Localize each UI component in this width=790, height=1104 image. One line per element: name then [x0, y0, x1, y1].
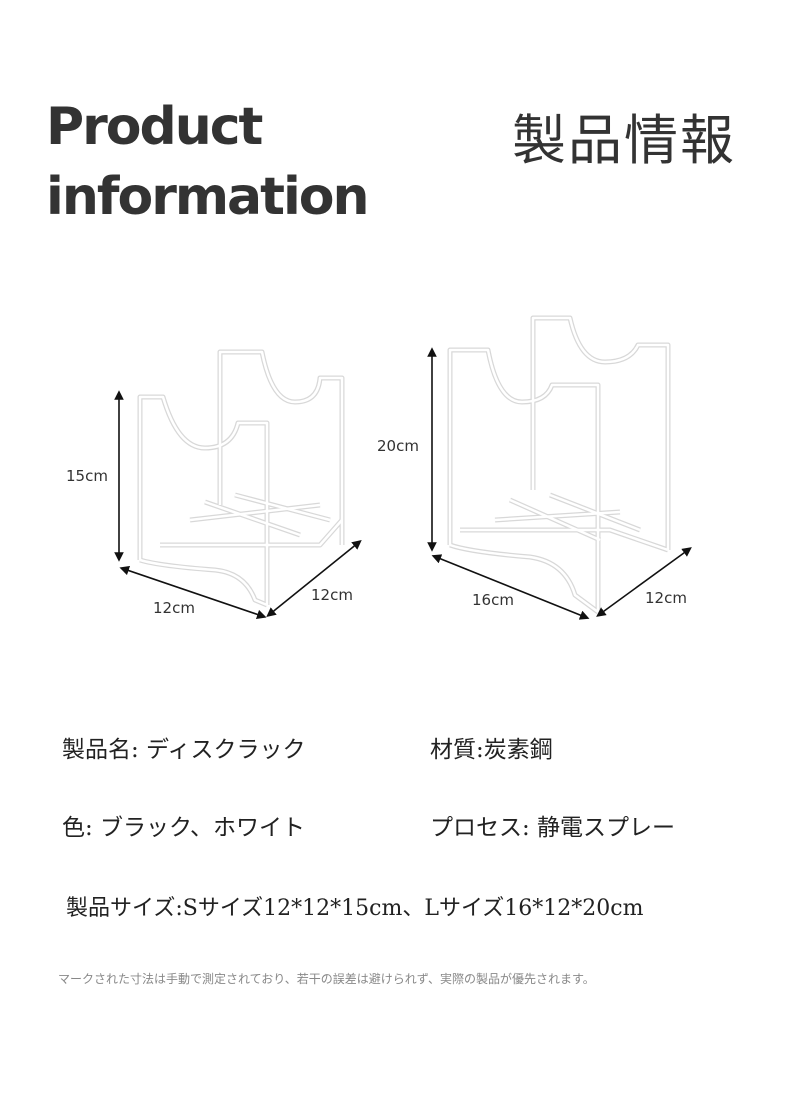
title-english-line2: information [46, 167, 370, 227]
title-japanese: 製品情報 [512, 109, 736, 172]
small-depth-label: 12cm [311, 586, 353, 604]
small-depth-arrow [266, 539, 362, 618]
large-height-label: 20cm [377, 437, 419, 455]
measurement-note: マークされた寸法は手動で測定されており、若干の誤差は避けられず、実際の製品が優先… [58, 972, 595, 986]
small-width-arrow [119, 566, 267, 619]
small-width-label: 12cm [153, 599, 195, 617]
spec-color: 色: ブラック、ホワイト [62, 815, 305, 841]
small-rack-illustration [137, 349, 345, 608]
spec-size: 製品サイズ:Sサイズ12*12*15cm、Lサイズ16*12*20cm [66, 896, 644, 921]
large-depth-label: 12cm [645, 589, 687, 607]
spec-process: プロセス: 静電スプレー [430, 815, 676, 841]
title-english: Product information [46, 92, 370, 232]
large-width-arrow [431, 554, 590, 620]
product-diagram: 15cm 12cm 12cm 20cm 16cm 12cm [66, 315, 692, 620]
large-width-label: 16cm [472, 591, 514, 609]
spec-product-name: 製品名: ディスクラック [62, 737, 306, 763]
spec-material: 材質:炭素鋼 [430, 737, 553, 763]
title-english-line1: Product [46, 97, 263, 157]
large-depth-arrow [596, 547, 692, 617]
small-height-label: 15cm [66, 467, 108, 485]
